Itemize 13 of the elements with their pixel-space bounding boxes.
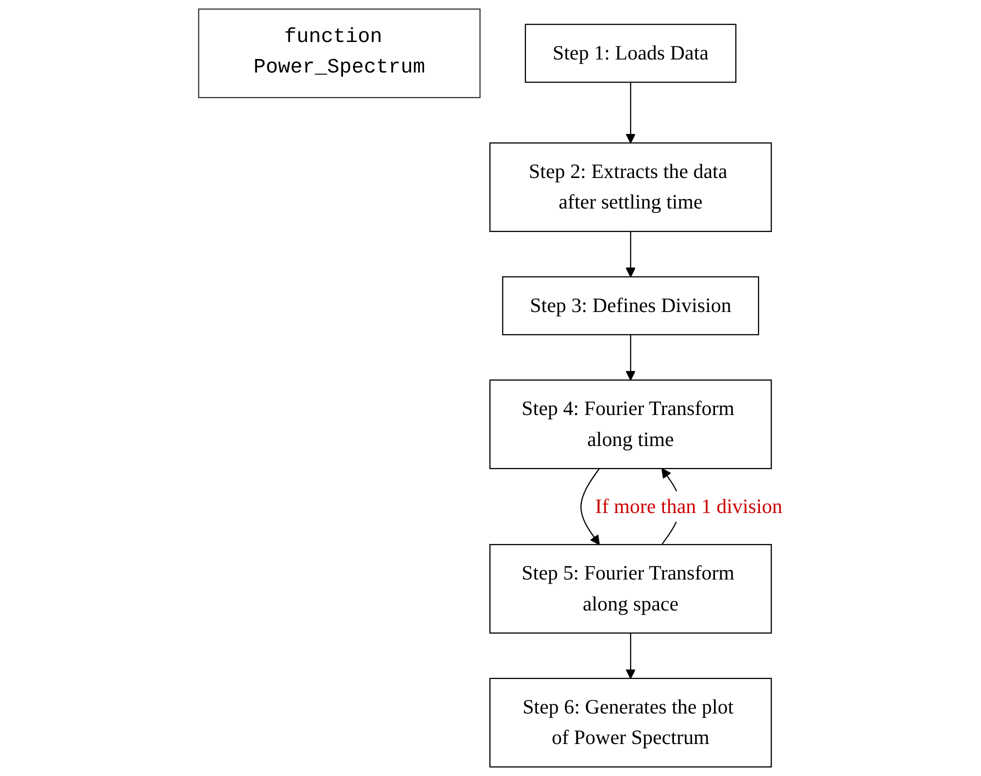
node-box: Step 2: Extracts the data after settling time <box>489 142 772 232</box>
arrow <box>626 633 636 679</box>
node-box: Step 3: Defines Division <box>502 276 760 336</box>
node-box: function Power_Spectrum <box>198 8 481 98</box>
node-box: Step 5: Fourier Transform along space <box>489 544 772 634</box>
node-box: Step 6: Generates the plot of Power Spectrum <box>489 678 772 768</box>
arrow <box>580 468 600 546</box>
edge-label: If more than 1 division <box>595 494 782 518</box>
arrow <box>626 334 636 380</box>
arrow <box>626 231 636 278</box>
node-box: Step 1: Loads Data <box>524 24 736 83</box>
node-box: Step 4: Fourier Transform along time <box>489 380 772 470</box>
arrow <box>626 82 636 144</box>
